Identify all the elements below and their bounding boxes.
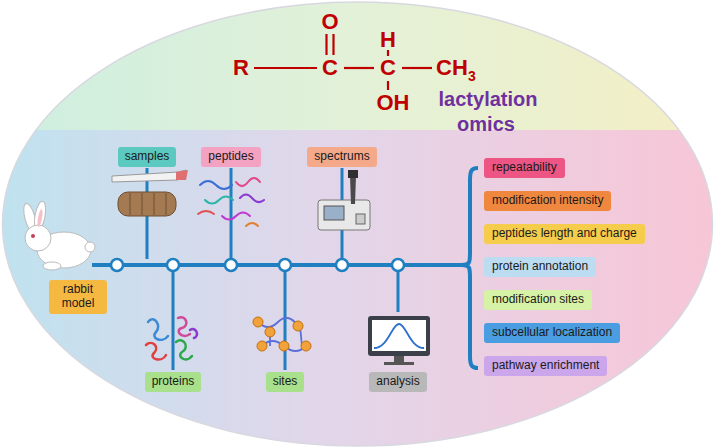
result-box: repeatability	[484, 158, 565, 178]
box-text: proteins	[152, 375, 195, 389]
sample-illustration	[112, 170, 188, 216]
chemical-bonds	[254, 34, 432, 90]
title-word: lactylation	[439, 89, 538, 109]
formula-atom: OH	[377, 92, 410, 114]
result-box: peptides length and charge	[484, 224, 645, 244]
result-box: protein annotation	[484, 257, 596, 277]
box-text: subcellular localization	[492, 326, 612, 340]
result-box: pathway enrichment	[484, 356, 607, 376]
step-box: samples	[118, 147, 177, 167]
sites-illustration	[253, 317, 311, 351]
step-box: spectrums	[307, 147, 376, 167]
result-box: modification sites	[484, 290, 592, 310]
timeline	[92, 168, 478, 370]
box-text: peptides length and charge	[492, 227, 637, 241]
box-text: protein annotation	[492, 260, 588, 274]
formula-atom: H	[380, 29, 396, 51]
title-word: omics	[457, 114, 515, 134]
box-text: repeatability	[492, 161, 557, 175]
result-box: subcellular localization	[484, 323, 620, 343]
ellipse-outline	[3, 2, 713, 446]
protein-illustration	[146, 317, 197, 359]
step-box: sites	[266, 372, 305, 392]
formula-atom: C	[322, 57, 338, 79]
formula-atom: R	[233, 57, 249, 79]
box-text: sites	[273, 375, 298, 389]
step-box: rabbit model	[49, 280, 107, 314]
step-box: peptides	[201, 147, 260, 167]
step-box: proteins	[145, 372, 202, 392]
spectrometer-illustration	[318, 170, 370, 230]
box-text: modification sites	[492, 293, 584, 307]
result-box: modification intensity	[484, 191, 611, 211]
box-text: modification intensity	[492, 194, 603, 208]
formula-atom: 3	[468, 69, 476, 83]
box-text: pathway enrichment	[492, 359, 599, 373]
box-text: samples	[125, 150, 170, 164]
rabbit-illustration	[21, 200, 95, 270]
formula-atom: O	[321, 11, 338, 33]
box-text: rabbit model	[56, 283, 100, 311]
step-box: analysis	[369, 372, 426, 392]
box-text: peptides	[208, 150, 253, 164]
monitor-illustration	[368, 316, 430, 365]
formula-atom: C	[380, 57, 396, 79]
formula-atom: CH	[436, 57, 468, 79]
box-text: spectrums	[314, 150, 369, 164]
box-text: analysis	[376, 375, 419, 389]
peptide-illustration	[198, 178, 264, 226]
